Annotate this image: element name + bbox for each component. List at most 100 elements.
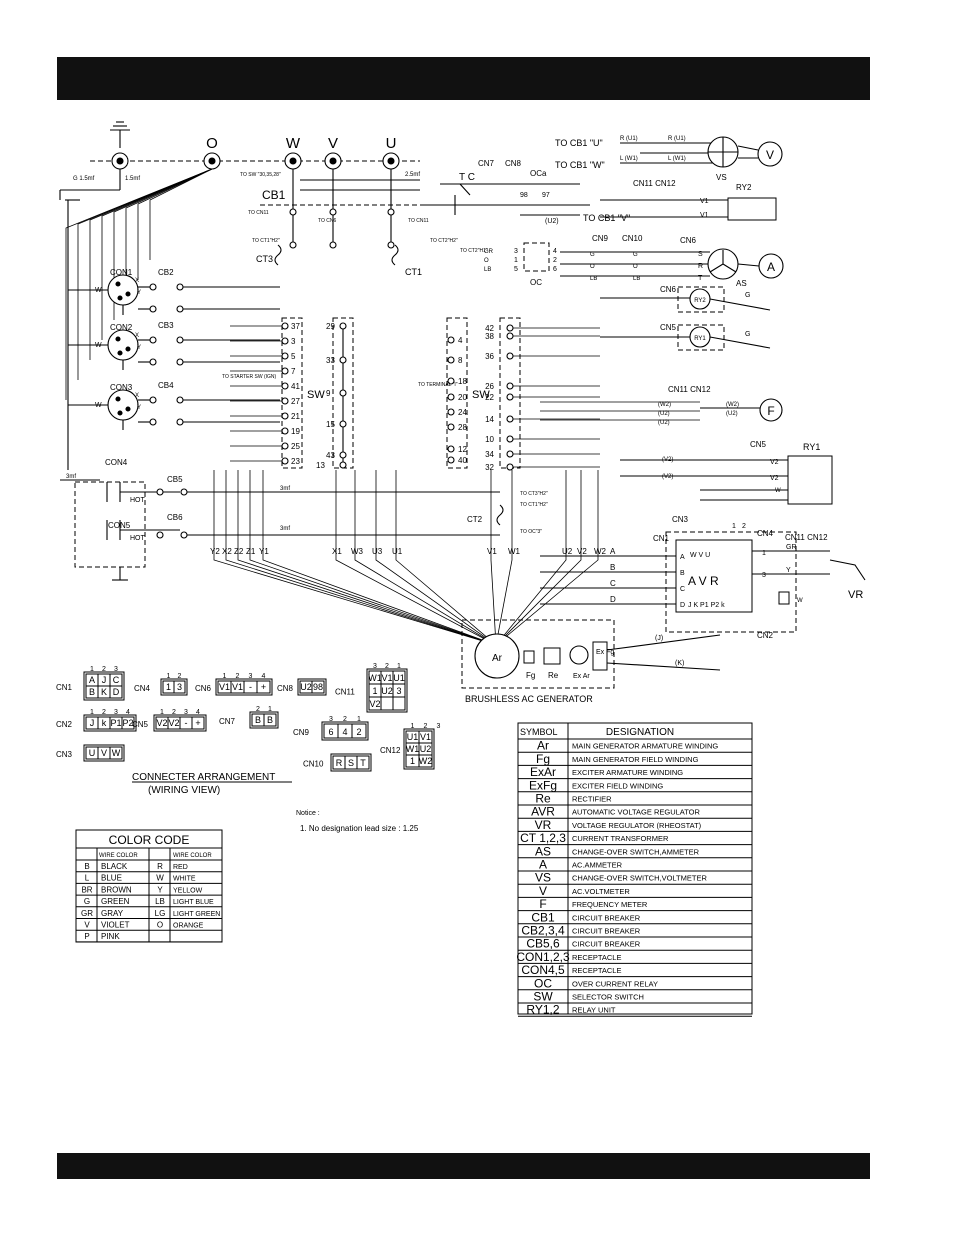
- sw-terminal-label: 13: [316, 461, 325, 470]
- legend-symbol: OC: [534, 976, 552, 990]
- cb1-pole: [387, 208, 395, 216]
- wire-size-label: 1.5mf: [125, 176, 140, 182]
- cn6-pin: V1: [232, 682, 243, 692]
- lead-label: V2: [577, 547, 587, 556]
- ct1-coil: [391, 244, 399, 266]
- cn5-label: CN5: [660, 323, 677, 332]
- legend-designation: AC.VOLTMETER: [572, 887, 630, 896]
- ry1-relay: [787, 455, 833, 505]
- to-sw-label: TO SW "30,35,28": [240, 172, 281, 178]
- sw-terminal: [339, 356, 347, 364]
- wire-color: O: [484, 258, 489, 264]
- sw-terminal-label: 34: [485, 450, 494, 459]
- cn6-num: 2: [236, 673, 240, 680]
- pin: [115, 396, 121, 402]
- wire-color: O: [590, 264, 595, 270]
- lead-label: U1: [392, 547, 403, 556]
- avr-input: A: [610, 547, 616, 556]
- sw-terminal: [281, 442, 289, 450]
- cn12-num: 3: [437, 723, 441, 730]
- cn9-label: CN9: [592, 234, 609, 243]
- lead-label: X1: [332, 547, 342, 556]
- lead-label: V1: [487, 547, 497, 556]
- ry2-small: [689, 288, 711, 310]
- avr-cn4: CN4: [757, 529, 774, 538]
- component-layer: [74, 121, 866, 689]
- fg-label: Fg: [526, 671, 535, 680]
- cn11-num: 3: [373, 663, 377, 670]
- cn2-pin: P1: [110, 718, 121, 728]
- cn12-num: 2: [424, 723, 428, 730]
- legend-designation: RECEPTACLE: [572, 953, 621, 962]
- cn6-num: 1: [223, 673, 227, 680]
- cn11-pin: W1: [368, 673, 382, 683]
- cn1-num: 3: [114, 666, 118, 673]
- wire-color: W: [95, 287, 102, 294]
- legend-symbol: AVR: [531, 805, 555, 819]
- ct1-label: CT1: [405, 267, 422, 277]
- con5-hot: HOT: [130, 535, 146, 542]
- legend-header-symbol: SYMBOL: [520, 727, 558, 737]
- as-star: [709, 250, 737, 273]
- wire-size-label: 2.5mf: [405, 172, 420, 178]
- wire-color: X: [135, 278, 139, 284]
- color-abbr: BR: [81, 885, 92, 894]
- generator-box: [461, 619, 615, 689]
- sw-terminal-label: 8: [458, 356, 463, 365]
- wire-size-label: G 1.5mf: [73, 176, 95, 182]
- sw-terminal-label: 27: [291, 397, 300, 406]
- legend-designation: MAIN GENERATOR ARMATURE WINDING: [572, 742, 718, 751]
- legend-designation: RELAY UNIT: [572, 1006, 616, 1015]
- avr-cn3: CN3: [672, 515, 689, 524]
- cn12-pin: V1: [420, 732, 431, 742]
- wire-tag: R (U1): [668, 136, 686, 142]
- wire-color: W: [95, 342, 102, 349]
- sw-terminal: [281, 397, 289, 405]
- legend-designation: VOLTAGE REGULATOR (RHEOSTAT): [572, 821, 702, 830]
- ry2-label: RY2: [736, 183, 752, 192]
- color-abbr: LB: [155, 897, 165, 906]
- vr-label: VR: [848, 589, 863, 601]
- cb-pole: [149, 418, 157, 426]
- sw-terminal: [447, 423, 455, 431]
- cn5-num: 2: [172, 709, 176, 716]
- terminal-center: [208, 157, 216, 165]
- wire-color: O: [633, 264, 638, 270]
- sw-terminal: [447, 408, 455, 416]
- sw-terminal: [281, 322, 289, 330]
- sw-terminal-label: 22: [485, 393, 494, 402]
- cn5-pin: -: [185, 718, 188, 728]
- vs-label: VS: [716, 173, 727, 182]
- to-cb1-w: TO CB1 "W": [555, 160, 605, 170]
- color-name: GRAY: [101, 909, 124, 918]
- sw-terminal: [506, 463, 514, 471]
- sw-left-column: [281, 317, 303, 469]
- avr-pin: A: [680, 554, 685, 561]
- wire-color: W: [95, 402, 102, 409]
- avr-label: A V R: [688, 574, 719, 588]
- cb-pole: [149, 305, 157, 313]
- generator-lead: [225, 546, 497, 646]
- cn3-pin: U: [89, 748, 96, 758]
- exfg-label: Ex Fg: [596, 649, 614, 656]
- terminal-center: [387, 157, 395, 165]
- sw-terminal-label: 36: [485, 352, 494, 361]
- legend-symbol: AS: [535, 844, 551, 858]
- sw-terminal-label: 19: [291, 427, 300, 436]
- wire-tag: (V2): [662, 457, 673, 463]
- sw-terminal-label: 14: [485, 415, 494, 424]
- wire-tag: (W2): [658, 402, 671, 408]
- terminal-center: [116, 157, 124, 165]
- cb-pole: [149, 396, 157, 404]
- color-name: ORANGE: [173, 923, 204, 930]
- cn5-label-2: CN5: [750, 440, 767, 449]
- color-abbr: GR: [81, 909, 93, 918]
- legend-designation: CHANGE-OVER SWITCH,AMMETER: [572, 847, 700, 856]
- ry2-box: [677, 286, 725, 313]
- sw-terminal-label: 41: [291, 382, 300, 391]
- cn12-cell: [418, 754, 433, 768]
- color-name: LIGHT BLUE: [173, 899, 214, 906]
- to-label: TO OC"3": [520, 529, 542, 535]
